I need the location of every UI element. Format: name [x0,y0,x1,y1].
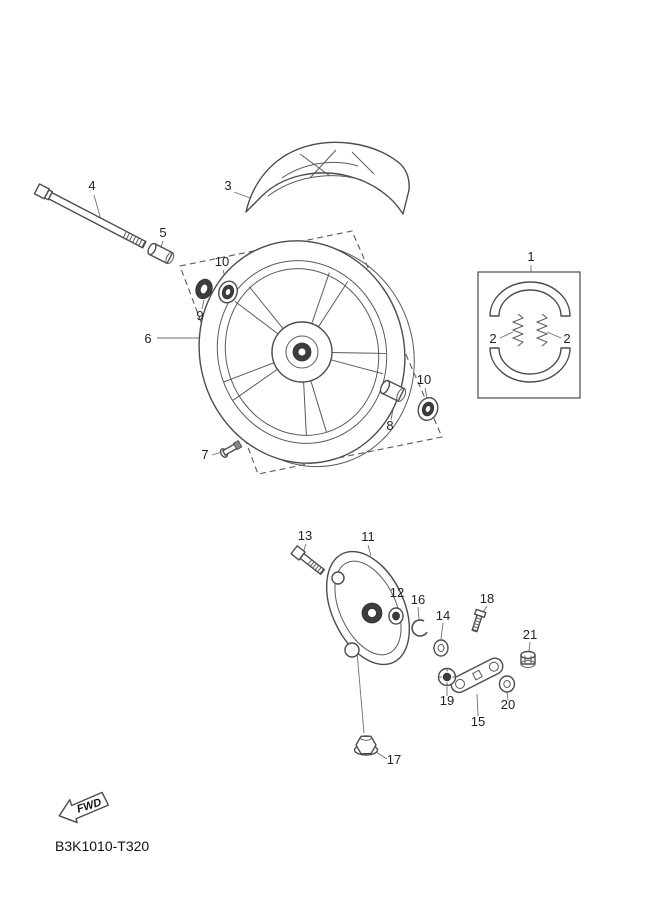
wheel-bearing-left [218,280,238,304]
part-label-8: 8 [386,418,393,433]
part-label-18: 18 [480,591,494,606]
spacer-collar [379,379,407,402]
brake-shoe-plate [325,550,411,666]
valve-stem [219,440,243,458]
brake-spring-right [535,313,549,347]
brake-shoe-lower [489,347,571,383]
leader-line-18 [482,605,488,613]
part-label-14: 14 [436,608,450,623]
part-label-3: 3 [224,178,231,193]
leader-line-2b [546,331,562,339]
assembly-line-plate-to-nut [356,651,365,734]
leader-line-2a [499,331,514,339]
front-wheel [198,240,415,468]
part-labels: 4 3 5 10 1 9 6 2 2 10 8 7 13 11 12 16 18… [88,178,570,767]
wheel-spokes [223,272,387,436]
plain-washer [498,675,516,693]
part-label-10b: 10 [417,372,431,387]
part-label-11: 11 [361,529,375,544]
cap-nut [520,650,536,668]
leader-line-14 [440,622,444,640]
part-label-9: 9 [196,308,203,323]
leader-line-17 [375,751,388,760]
leader-line-4 [93,194,102,221]
diagram-code: B3K1010-T320 [55,838,149,854]
leader-line-21 [528,641,531,652]
fender-cover [245,141,410,215]
part-label-6: 6 [144,331,151,346]
part-label-5: 5 [159,225,166,240]
axle-spacer [147,242,175,265]
oil-seal [195,278,213,300]
brake-shoe-upper [489,281,571,317]
part-label-21: 21 [523,627,537,642]
dust-seal [388,607,404,625]
part-label-16: 16 [411,592,425,607]
part-label-1: 1 [527,249,534,264]
leader-line-16 [417,606,420,620]
washer-plate [433,639,449,657]
fwd-arrow: FWD [58,791,110,824]
leader-lines [93,191,562,760]
part-label-2a: 2 [489,331,496,346]
leader-line-10b [424,387,428,399]
part-label-2b: 2 [563,331,570,346]
camshaft-lever [450,657,504,694]
gear-unit [437,667,457,687]
part-label-19: 19 [440,693,454,708]
part-label-7: 7 [201,447,208,462]
axle-nut [353,735,379,756]
leader-line-11 [367,544,372,557]
part-label-15: 15 [471,714,485,729]
axle-shaft [33,183,147,249]
brake-spring-left [511,313,525,347]
part-label-12: 12 [390,585,404,600]
plate-bolt [290,545,326,576]
leader-line-15 [476,693,479,717]
wheel-bearing-right [417,397,439,421]
part-label-17: 17 [387,752,401,767]
wheel-hub [271,321,333,383]
part-label-4: 4 [88,178,95,193]
leader-line-20 [506,691,509,701]
part-label-20: 20 [501,697,515,712]
leader-line-9 [201,299,205,310]
lever-bolt [471,608,487,633]
part-label-13: 13 [298,528,312,543]
part-label-10a: 10 [215,254,229,269]
circlip [411,619,428,637]
brake-shoe-box [477,271,581,399]
